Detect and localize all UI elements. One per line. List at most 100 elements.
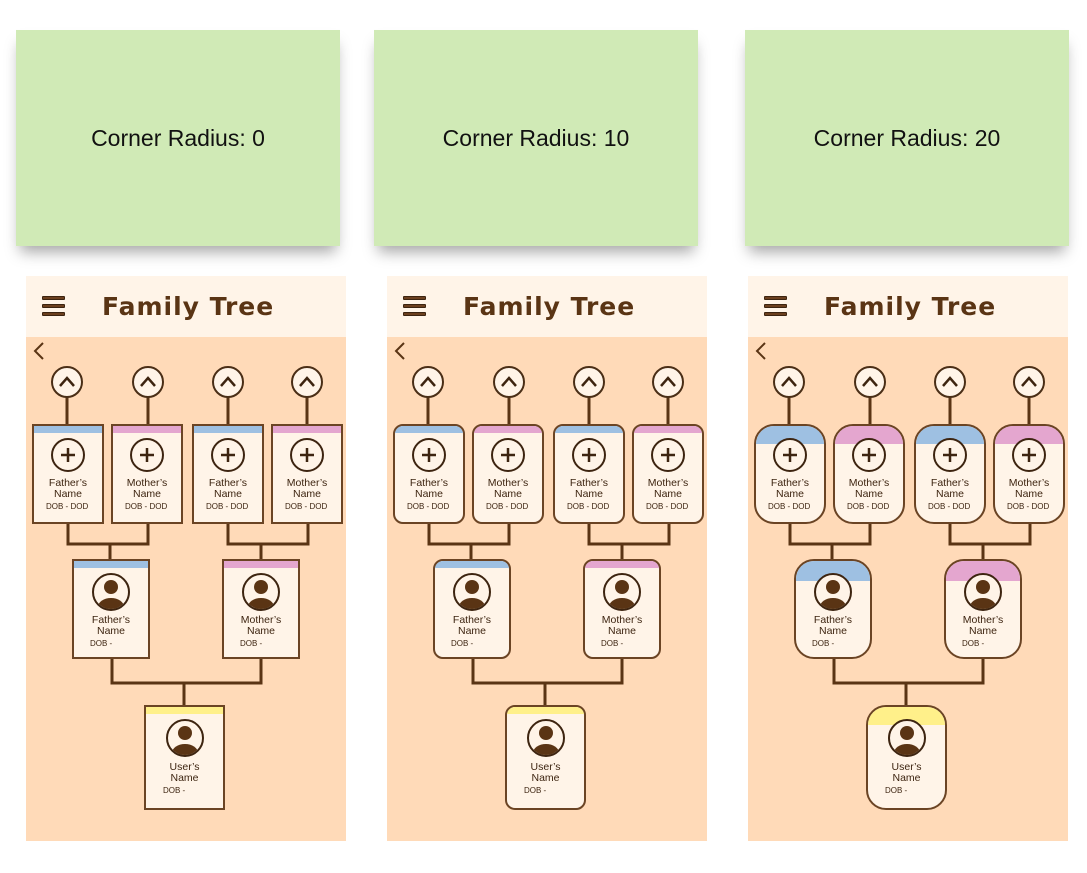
chevron-up-icon [59,376,75,387]
hamburger-menu-icon[interactable] [764,296,787,318]
chevron-up-icon [220,376,236,387]
person-name: User’s Name [169,761,200,784]
tree-connectors [65,395,310,706]
back-button[interactable] [393,340,407,362]
add-person-button[interactable] [773,438,807,472]
person-icon [532,726,559,755]
card-color-band [273,426,341,433]
plus-icon [943,448,957,462]
card-color-band [756,426,824,444]
person-icon [459,580,485,609]
person-dates: DOB - [240,639,263,648]
plus-icon [783,448,797,462]
chevron-up-icon [660,376,676,387]
expand-ancestors-button[interactable] [291,366,323,398]
person-name: Father’s Name [208,477,248,500]
person-avatar [453,573,491,611]
card-color-band [946,561,1020,581]
person-avatar [887,719,926,757]
expand-ancestors-button[interactable] [1013,366,1045,398]
add-person-button[interactable] [1012,438,1046,472]
person-dates: DOB - DOD [646,502,689,511]
app-title: Family Tree [102,292,275,321]
person-dates: DOB - [163,786,186,795]
person-dates: DOB - [885,786,908,795]
person-name: Father’s Name [770,477,810,500]
person-dates: DOB - DOD [206,502,249,511]
person-avatar [526,719,565,757]
plus-icon [422,448,436,462]
person-dates: DOB - DOD [125,502,168,511]
chevron-up-icon [581,376,597,387]
person-dates: DOB - [451,639,474,648]
person-name: Mother’s Name [601,614,643,637]
card-color-band [224,561,298,568]
add-person-button[interactable] [51,438,85,472]
plus-icon [661,448,675,462]
back-button[interactable] [32,340,46,362]
add-person-button[interactable] [491,438,525,472]
person-name: Mother’s Name [962,614,1004,637]
person-name: Mother’s Name [286,477,328,500]
add-person-button[interactable] [130,438,164,472]
person-icon [893,726,920,755]
person-name: Father’s Name [91,614,131,637]
expand-ancestors-button[interactable] [854,366,886,398]
expand-ancestors-button[interactable] [652,366,684,398]
app-bar: Family Tree [387,276,707,337]
card-color-band [194,426,262,433]
hamburger-menu-icon[interactable] [42,296,65,318]
person-avatar [92,573,130,611]
expand-ancestors-button[interactable] [212,366,244,398]
card-color-band [113,426,181,433]
expand-ancestors-button[interactable] [132,366,164,398]
add-person-button[interactable] [572,438,606,472]
expand-ancestors-button[interactable] [934,366,966,398]
back-button[interactable] [754,340,768,362]
chevron-up-icon [1021,376,1037,387]
expand-ancestors-button[interactable] [51,366,83,398]
card-color-band [916,426,984,444]
card-color-band [146,707,223,714]
add-person-button[interactable] [290,438,324,472]
person-dates: DOB - [524,786,547,795]
person-dates: DOB - DOD [768,502,811,511]
add-person-button[interactable] [211,438,245,472]
hamburger-menu-icon[interactable] [403,296,426,318]
expand-ancestors-button[interactable] [573,366,605,398]
person-dates: DOB - DOD [567,502,610,511]
add-person-button[interactable] [651,438,685,472]
person-name: Mother’s Name [240,614,282,637]
chevron-up-icon [862,376,878,387]
tree-connectors [787,395,1032,706]
expand-ancestors-button[interactable] [412,366,444,398]
add-person-button[interactable] [412,438,446,472]
add-person-button[interactable] [933,438,967,472]
card-color-band [634,426,702,433]
expand-ancestors-button[interactable] [773,366,805,398]
add-person-button[interactable] [852,438,886,472]
expand-ancestors-button[interactable] [493,366,525,398]
